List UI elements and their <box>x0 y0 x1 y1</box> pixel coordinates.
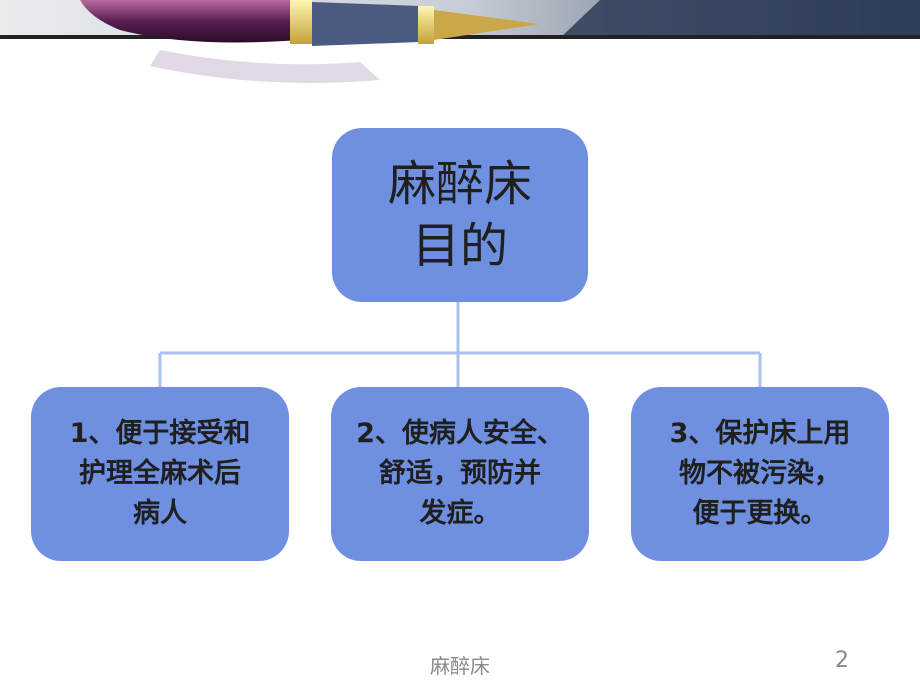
child-3-line-2: 物不被污染， <box>678 458 841 489</box>
root-node-line-2: 目的 <box>411 218 508 274</box>
child-1-line-1: 1、便于接受和 <box>69 418 251 449</box>
root-node-box: 麻醉床 目的 <box>332 128 588 302</box>
pen-banner-image <box>0 0 920 83</box>
child-node-label-2: 2、使病人安全、 舒适，预防并 发症。 <box>356 414 564 534</box>
child-1-line-2: 护理全麻术后 <box>78 458 241 489</box>
slide-footer: 麻醉床 2 <box>0 648 920 678</box>
child-3-line-3: 便于更换。 <box>692 498 828 529</box>
child-1-line-3: 病人 <box>132 498 187 529</box>
child-2-line-3: 发症。 <box>419 498 501 529</box>
child-node-label-1: 1、便于接受和 护理全麻术后 病人 <box>70 414 251 534</box>
root-node-label: 麻醉床 目的 <box>388 153 532 277</box>
child-node-box-2: 2、使病人安全、 舒适，预防并 发症。 <box>331 387 589 561</box>
child-node-label-3: 3、保护床上用 物不被污染， 便于更换。 <box>670 414 851 534</box>
child-node-box-1: 1、便于接受和 护理全麻术后 病人 <box>31 387 289 561</box>
footer-title: 麻醉床 <box>430 654 490 678</box>
page-number: 2 <box>835 648 849 673</box>
child-2-line-2: 舒适，预防并 <box>378 458 541 489</box>
child-node-box-3: 3、保护床上用 物不被污染， 便于更换。 <box>631 387 889 561</box>
child-3-line-1: 3、保护床上用 <box>669 418 851 449</box>
child-2-line-1: 2、使病人安全、 <box>356 418 564 449</box>
root-node-line-1: 麻醉床 <box>387 156 532 212</box>
